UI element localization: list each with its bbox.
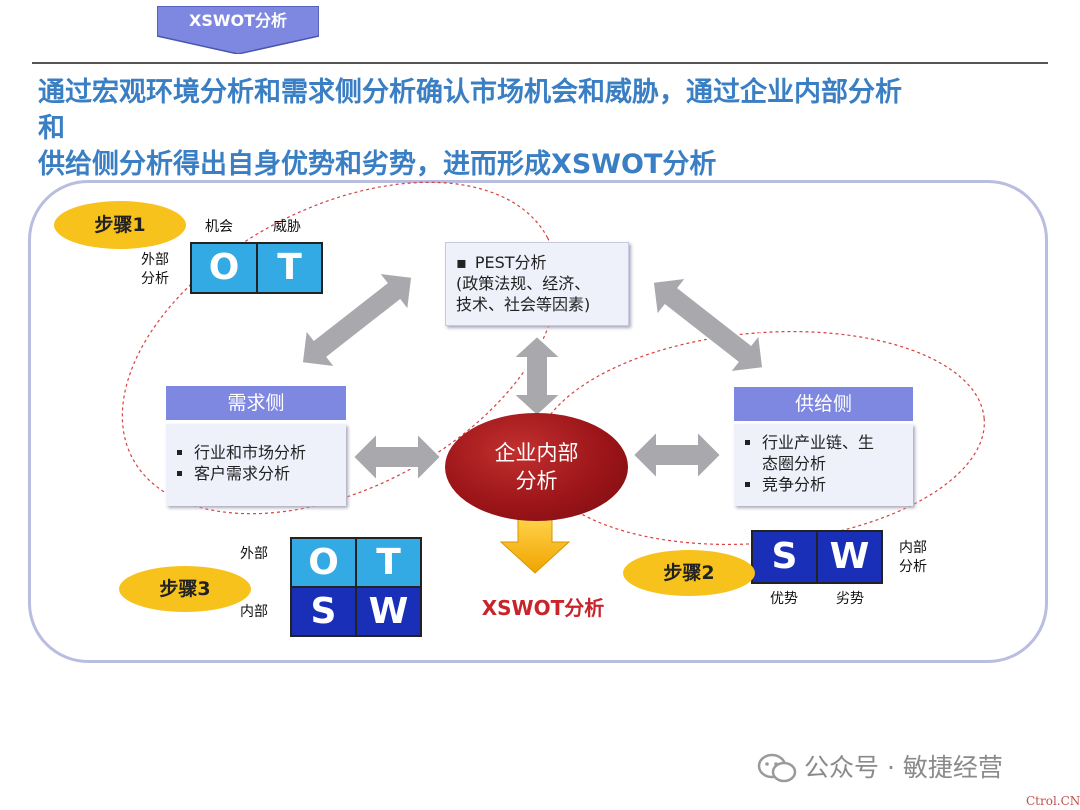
header-tab-label: XSWOT分析 <box>188 11 288 30</box>
watermark: 公众号 · 敏捷经营 <box>757 748 1057 788</box>
pest-detail: (政策法规、经济、 技术、社会等因素) <box>456 274 591 314</box>
step2-col-label-weakness: 劣势 <box>836 591 864 607</box>
core-internal-analysis: 企业内部 分析 <box>445 413 628 521</box>
watermark-text: 公众号 · 敏捷经营 <box>804 753 1003 782</box>
arrow-pest-supply <box>651 276 765 374</box>
headline-line-2: 和 <box>38 113 65 144</box>
step2-col-label-strength: 优势 <box>770 591 798 607</box>
step2-cell-s: S <box>751 530 818 584</box>
step3-cell-w: W <box>355 586 422 637</box>
step1-col-label-opportunity: 机会 <box>205 219 233 235</box>
supply-header: 供给侧 <box>734 387 913 421</box>
arrow-pest-core <box>510 334 564 418</box>
step1-row-label: 外部 分析 <box>141 252 169 287</box>
step3-row-label-external: 外部 <box>240 546 268 562</box>
header-tab-arrow <box>157 6 319 54</box>
diagram-frame <box>28 180 1048 663</box>
step1-badge: 步骤1 <box>54 201 186 249</box>
demand-item: 客户需求分析 <box>194 463 342 484</box>
header-divider <box>32 62 1048 64</box>
step1-cell-o: O <box>190 242 258 294</box>
step3-cell-o: O <box>290 537 357 588</box>
demand-body: 行业和市场分析 客户需求分析 <box>166 424 346 506</box>
arrow-core-supply <box>631 428 723 482</box>
pest-box: ▪PEST分析 (政策法规、经济、 技术、社会等因素) <box>445 242 629 326</box>
headline-line-3: 供给侧分析得出自身优势和劣势，进而形成XSWOT分析 <box>38 149 717 180</box>
step1-cell-t: T <box>256 242 323 294</box>
step3-row-label-internal: 内部 <box>240 604 268 620</box>
supply-body: 行业产业链、生 态圈分析 竞争分析 <box>734 424 913 506</box>
demand-item: 行业和市场分析 <box>194 442 342 463</box>
step3-cell-t: T <box>355 537 422 588</box>
demand-header: 需求侧 <box>166 386 346 420</box>
pest-title: PEST分析 <box>474 253 547 272</box>
step2-badge: 步骤2 <box>623 550 755 596</box>
xswot-result-label: XSWOT分析 <box>481 596 605 620</box>
step2-row-label: 内部 分析 <box>899 540 927 575</box>
step3-cell-s: S <box>290 586 357 637</box>
external-analysis-ellipse <box>121 181 559 515</box>
source-tag: Ctrol.CN <box>1026 794 1080 808</box>
step2-cell-w: W <box>816 530 883 584</box>
supply-item: 竞争分析 <box>762 474 909 495</box>
wechat-icon <box>757 753 797 783</box>
headline-line-1: 通过宏观环境分析和需求侧分析确认市场机会和威胁，通过企业内部分析 <box>38 77 902 108</box>
arrow-pest-demand <box>300 271 414 369</box>
step3-badge: 步骤3 <box>119 566 251 612</box>
supply-item: 行业产业链、生 态圈分析 <box>762 432 909 474</box>
arrow-demand-core <box>351 430 443 484</box>
step1-col-label-threat: 威胁 <box>273 219 301 235</box>
core-label: 企业内部 分析 <box>494 441 579 493</box>
